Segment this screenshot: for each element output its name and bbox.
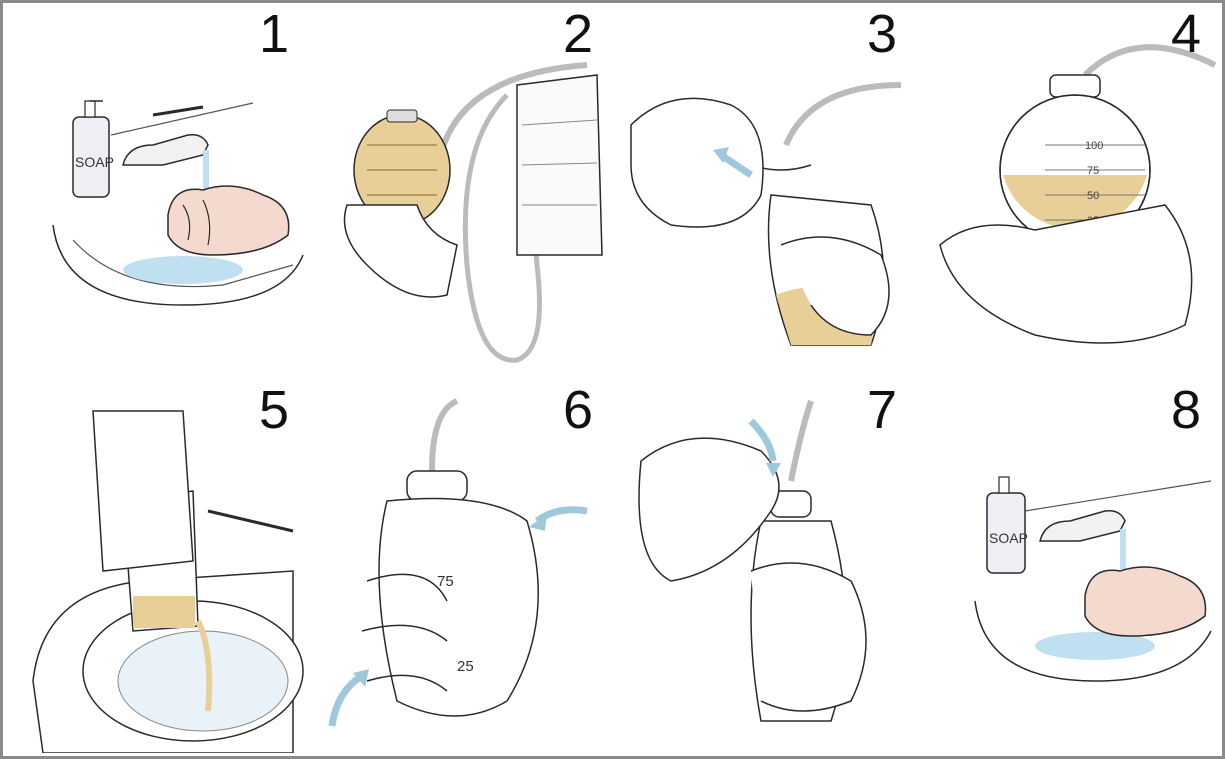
step-number: 4 — [1171, 7, 1201, 61]
tick-label: 75 — [1087, 165, 1099, 177]
step-panel-5: 5 — [3, 381, 307, 753]
step-number: 5 — [259, 383, 289, 437]
step-panel-2: 2 — [307, 5, 611, 377]
step-number: 7 — [867, 383, 897, 437]
step-panel-1: SOAP 1 — [3, 5, 307, 377]
step-number: 1 — [259, 7, 289, 61]
tick-label: 25 — [457, 658, 474, 675]
tick-label: 50 — [1087, 190, 1099, 202]
step-panel-6: 75 25 6 — [307, 381, 611, 753]
step-panel-7: 75 25 7 — [611, 381, 915, 753]
step-panel-3: 3 — [611, 5, 915, 377]
step-number: 6 — [563, 383, 593, 437]
step-number: 2 — [563, 7, 593, 61]
soap-label: SOAP — [75, 154, 114, 170]
step-panel-4: 100 75 50 25 4 — [915, 5, 1219, 377]
step-number: 3 — [867, 7, 897, 61]
soap-label: SOAP — [989, 530, 1028, 546]
tick-label: 75 — [437, 573, 454, 590]
tick-label: 100 — [1085, 140, 1103, 152]
step-panel-8: SOAP 8 — [915, 381, 1219, 753]
step-number: 8 — [1171, 383, 1201, 437]
